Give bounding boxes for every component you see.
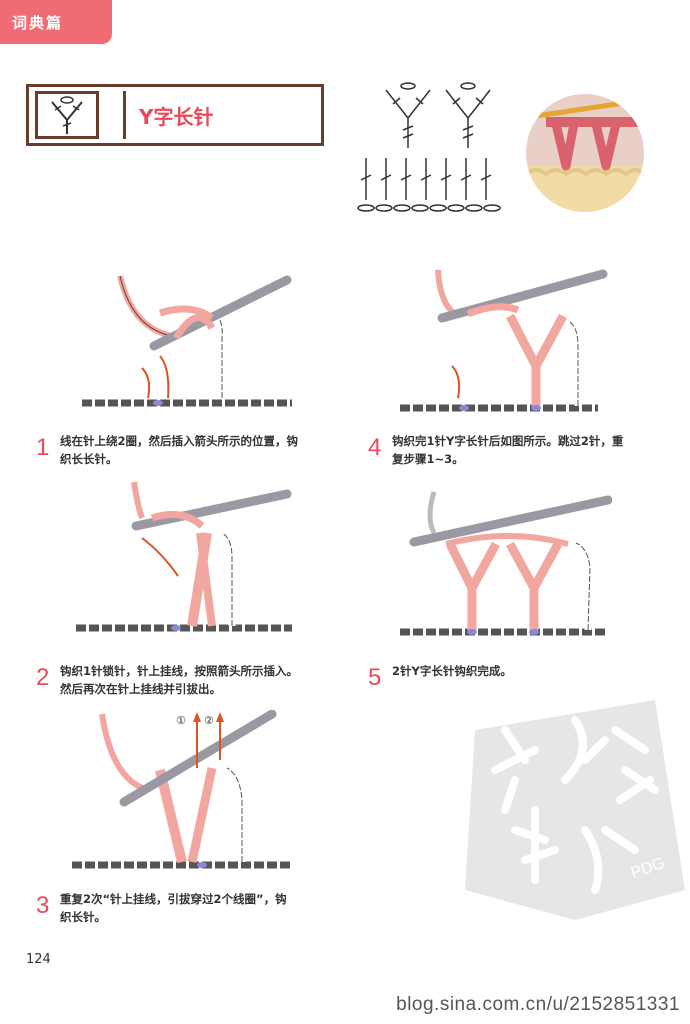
crochet-hook-illustration xyxy=(400,491,612,636)
crochet-hook-illustration xyxy=(400,269,608,412)
step-text-2: 钩织1针锁针，针上挂线，按照箭头所示插入。 然后再次在针上挂线并引拔出。 xyxy=(60,664,298,696)
step-text-4: 钩织完1针Y字长针后如图所示。跳过2针，重 复步骤1~3。 xyxy=(392,434,624,466)
crochet-hook-illustration xyxy=(82,275,292,407)
seal-watermark: PDG xyxy=(465,700,685,920)
step-text-3: 重复2次“针上挂线，引拔穿过2个线圈”，钩 织长针。 xyxy=(60,892,287,924)
step-text-5: 2针Y字长针钩织完成。 xyxy=(392,664,512,678)
crochet-hook-illustration: ① ② xyxy=(72,710,292,869)
step-number-3: 3 xyxy=(36,892,50,919)
crochet-hook-illustration xyxy=(76,481,292,632)
step-text-1: 线在针上绕2圈，然后插入箭头所示的位置，钩 织长长针。 xyxy=(60,434,298,466)
y-stitch-symbol-icon xyxy=(51,96,83,134)
title-box: Y字长针 xyxy=(26,84,324,146)
crochet-photo xyxy=(526,94,644,212)
section-label: 词典篇 xyxy=(12,14,64,32)
step-number-2: 2 xyxy=(36,664,50,691)
page-title: Y字长针 xyxy=(139,105,214,129)
arrow-label-second: ② xyxy=(204,714,214,727)
crochet-chart-icon xyxy=(357,82,501,212)
section-tab: 词典篇 xyxy=(0,0,112,44)
page-number: 124 xyxy=(26,952,51,967)
step-number-5: 5 xyxy=(368,664,382,691)
step-number-4: 4 xyxy=(368,434,382,461)
step-number-1: 1 xyxy=(36,434,50,461)
arrow-label-first: ① xyxy=(176,714,186,727)
title-symbol-cell xyxy=(35,91,99,139)
title-divider xyxy=(123,91,126,139)
blog-url: blog.sina.com.cn/u/2152851331 xyxy=(396,994,680,1015)
